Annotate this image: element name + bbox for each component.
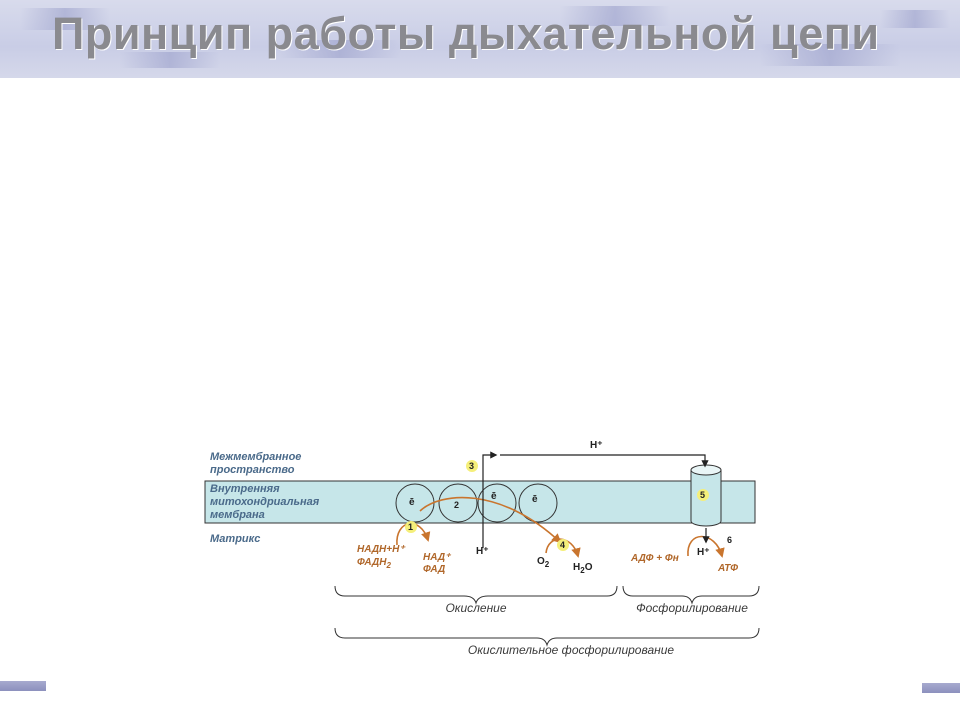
label-membrane-1: Внутренняя [210,483,280,495]
label-intermembrane-2: пространство [210,464,295,476]
label-oxidation: Окисление [445,601,506,615]
title-decoration [760,44,900,66]
step-number-1: 1 [408,522,413,532]
highlight-4 [557,539,569,551]
adp-label: АДФ + Фн [630,553,679,564]
highlight-3 [466,460,478,472]
electron-3: ē [532,494,538,505]
oxygen-label: O2 [537,556,550,569]
title-decoration [560,6,670,26]
brace-oxidative-phosphorylation [334,627,760,647]
water-o: O [585,562,593,573]
water-subscript: 2 [580,566,585,575]
proton-gradient-path [500,454,709,468]
title-decoration [880,10,950,28]
title-decoration [20,8,110,30]
fad-label: ФАД [423,564,445,575]
step-number-3: 3 [469,461,474,471]
footer-decoration-left [0,681,46,691]
highlight-5 [697,489,709,501]
electron-2: ē [491,491,497,502]
oxygen-reduction-arrow [545,538,581,558]
label-oxidative-phosphorylation: Окислительное фосфорилирование [468,643,675,657]
fadh-subscript: 2 [385,561,391,570]
atp-label: АТФ [717,563,738,574]
title-decoration [120,52,220,68]
highlight-1 [405,521,417,533]
brace-phosphorylation [622,585,760,605]
complex-4-circle [518,483,558,523]
electron-flow-arrow [419,496,562,544]
complex-2-circle [438,483,478,523]
footer-decoration-right [922,683,960,693]
nadh-label: НАДН+Н⁺ [357,544,406,555]
label-phosphorylation: Фосфорилирование [636,601,748,615]
water-label: H2O [573,562,593,575]
label-intermembrane-1: Межмембранное [210,451,301,463]
oxygen-subscript: 2 [545,560,550,569]
proton-top: H⁺ [590,440,603,451]
proton-matrix-right: H⁺ [697,547,710,558]
proton-matrix-left: H⁺ [476,546,489,557]
step-number-4: 4 [560,540,565,550]
oxygen-text: O [537,556,545,567]
step-number-6: 6 [727,535,732,545]
electron-1: ē [409,497,415,508]
inner-membrane [204,480,756,524]
proton-pump-path [482,451,498,548]
title-decoration [280,40,400,58]
label-membrane-2: митохондриальная [210,496,320,508]
fadh-text: ФАДН [357,557,387,568]
nad-label: НАД⁺ [423,552,452,563]
label-matrix: Матрикс [210,533,260,545]
complex-3-circle [477,483,517,523]
title-bar: Принцип работы дыхательной цепи [0,0,960,78]
fadh-label: ФАДН2 [357,557,391,570]
page-title: Принцип работы дыхательной цепи [52,8,880,59]
brace-oxidation [334,585,618,605]
atp-synthase-top [690,464,722,476]
atp-formation-arrow [687,535,725,558]
complex-number-2: 2 [454,500,459,510]
complex-number-5: 5 [700,490,705,500]
water-h: H [573,562,580,573]
label-membrane-3: мембрана [210,509,265,521]
